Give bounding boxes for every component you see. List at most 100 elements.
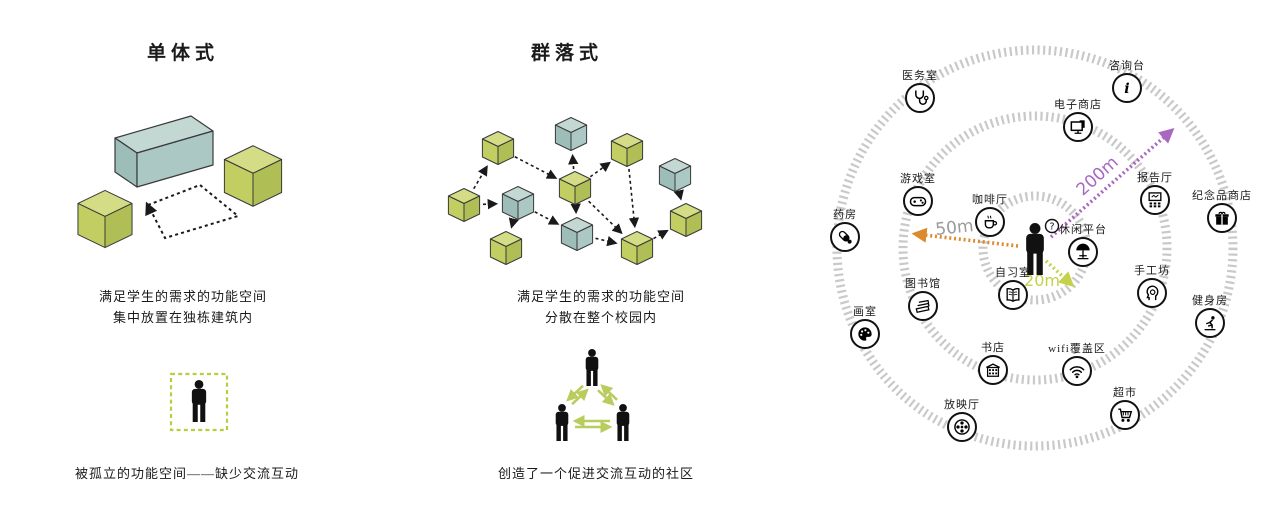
blue-cube (554, 117, 588, 151)
distance-ring (898, 111, 1172, 385)
gym-icon (1204, 316, 1216, 331)
facility-open-book (998, 280, 1028, 310)
facility-terrace (1068, 237, 1098, 267)
facility-wifi (1062, 356, 1092, 386)
open-book-icon (1006, 288, 1020, 303)
facility-label: 画室 (853, 306, 877, 318)
cluster-link-arrow (595, 236, 618, 247)
books-icon (915, 299, 930, 313)
monitor-icon (1070, 120, 1085, 134)
cluster-link-arrow (534, 211, 560, 225)
cluster-link-arrow (514, 156, 558, 179)
stethoscope-icon (915, 90, 929, 105)
green-cube (489, 231, 523, 265)
blue-cube (658, 158, 692, 192)
film-icon (954, 419, 970, 435)
facility-presentation (1140, 185, 1170, 215)
facility-craft (1137, 278, 1167, 308)
craft-icon (1146, 285, 1159, 301)
terrace-icon (1076, 243, 1090, 260)
facility-label: 纪念品商店 (1192, 190, 1252, 202)
facility-label: 游戏室 (900, 173, 936, 185)
distance-arrow-20m (1044, 259, 1075, 288)
distance-label-200m: 200m (1073, 152, 1123, 200)
cluster-link-arrow (508, 217, 519, 229)
isolation-path-arrowhead (145, 201, 158, 217)
palette-icon (858, 327, 872, 341)
single-mode-building-cuboid (114, 115, 214, 188)
facility-monitor (1063, 112, 1093, 142)
single-mode-bottom-caption: 被孤立的功能空间——缺少交流互动 (74, 466, 300, 481)
facility-info: i (1112, 73, 1142, 103)
single-caption-line2: 集中放置在独栋建筑内 (112, 310, 254, 325)
facility-pill (830, 222, 860, 252)
pill-icon (838, 230, 852, 244)
green-cube (558, 171, 592, 205)
facility-bookstore (978, 355, 1008, 385)
facility-label: 图书馆 (905, 278, 941, 290)
community-person-icon (616, 404, 630, 441)
coffee-icon (984, 215, 998, 229)
cluster-link-arrow (589, 161, 611, 178)
community-person-icon (585, 349, 599, 386)
facility-cart (1110, 400, 1140, 430)
distance-label-50m: 50m (934, 216, 974, 240)
facility-label: 咖啡厅 (972, 194, 1008, 206)
cluster-link-arrow (588, 200, 623, 235)
single-mode-title: 单体式 (146, 43, 220, 64)
facility-gamepad (903, 186, 933, 216)
center-student-icon (1026, 223, 1044, 275)
facility-label: 咨询台 (1109, 60, 1145, 72)
green-cube (669, 203, 703, 237)
exchange-arrow (571, 388, 589, 406)
facility-label: 书店 (981, 342, 1005, 354)
cluster-link-arrow (673, 189, 684, 201)
community-person-icon (555, 404, 569, 441)
facility-label: 休闲平台 (1059, 224, 1107, 236)
facility-gift (1207, 203, 1237, 233)
isolation-path (146, 183, 241, 240)
cluster-link-arrow (628, 168, 640, 229)
blue-cube (560, 217, 594, 251)
green-cube (481, 131, 515, 165)
facility-label: wifi覆盖区 (1048, 343, 1106, 355)
wifi-icon (1069, 366, 1085, 379)
facility-label: 健身房 (1192, 295, 1228, 307)
isolated-space-box (169, 372, 229, 432)
blue-cube (501, 186, 535, 220)
cluster-caption-line1: 满足学生的需求的功能空间 (516, 289, 686, 304)
facility-film (947, 412, 977, 442)
facility-label: 报告厅 (1137, 172, 1173, 184)
facility-books (908, 291, 938, 321)
facility-label: 放映厅 (944, 399, 980, 411)
green-cube (223, 145, 283, 207)
exchange-arrow (600, 384, 618, 401)
gamepad-icon (909, 196, 927, 207)
gift-icon (1215, 211, 1229, 225)
exchange-arrow (566, 384, 584, 402)
svg-text:i: i (1124, 81, 1129, 97)
green-cube (447, 188, 481, 222)
cluster-caption-line2: 分散在整个校园内 (544, 310, 658, 325)
green-cube (610, 133, 644, 167)
green-cube (620, 231, 654, 265)
cluster-link-arrow (568, 153, 579, 170)
single-mode-caption: 满足学生的需求的功能空间 集中放置在独栋建筑内 (99, 286, 267, 328)
facility-label: 医务室 (902, 70, 938, 82)
info-icon: i (1124, 81, 1129, 97)
facility-label: 超市 (1113, 387, 1137, 399)
facility-palette (850, 319, 880, 349)
cluster-link-arrow (473, 165, 488, 190)
facility-coffee (975, 207, 1005, 237)
single-caption-line1: 满足学生的需求的功能空间 (98, 289, 268, 304)
facility-label: 手工坊 (1134, 265, 1170, 277)
cluster-mode-title: 群落式 (530, 43, 604, 64)
facility-label: 药房 (833, 209, 857, 221)
distance-label-20m: 20m (1024, 271, 1060, 290)
isolated-person-icon (191, 380, 207, 422)
question-bubble: ? (1044, 218, 1060, 234)
facility-stethoscope (905, 83, 935, 113)
facility-label: 自习室 (995, 267, 1031, 279)
cart-icon (1118, 408, 1133, 422)
